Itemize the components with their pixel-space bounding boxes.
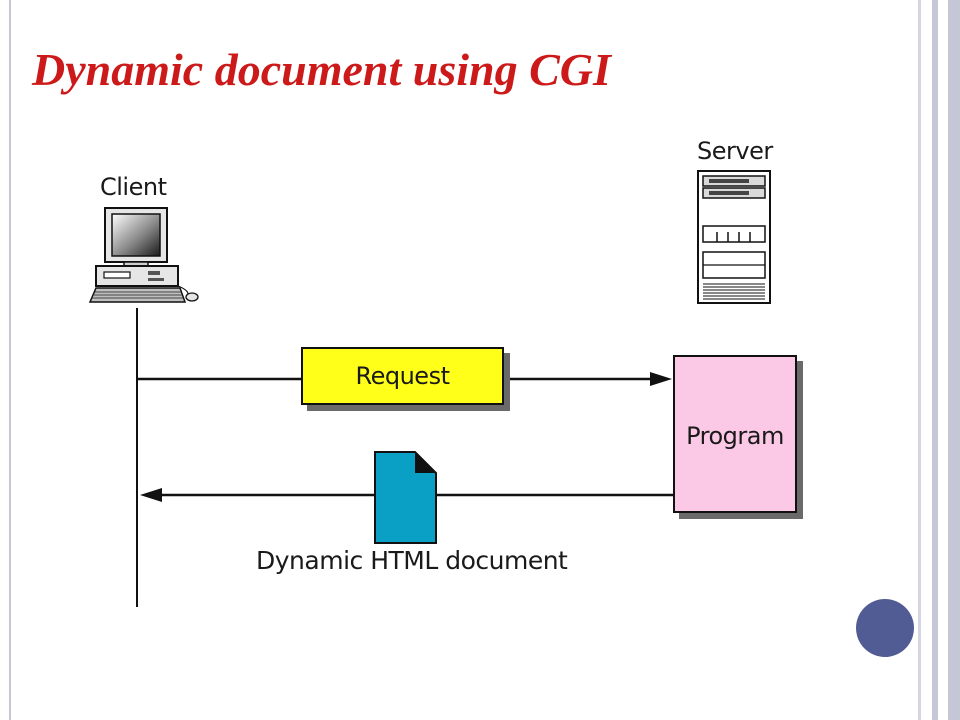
band-line-3 [948,0,960,720]
program-label: Program [686,422,784,450]
server-label: Server [697,137,773,165]
left-border-line [9,0,11,720]
document-label: Dynamic HTML document [256,546,568,575]
server-tower-icon [697,170,771,304]
band-line-1 [918,0,921,720]
request-label: Request [355,362,451,390]
document-icon [374,451,437,544]
request-box: Request [301,347,504,405]
slide-title: Dynamic document using CGI [32,44,611,95]
request-arrowhead [650,372,672,386]
band-line-2 [932,0,938,720]
response-arrowhead [140,488,162,502]
right-side-bands [918,0,960,720]
accent-circle [856,599,914,657]
desktop-computer-icon [88,207,199,303]
program-box: Program [673,355,797,513]
client-label: Client [100,173,167,201]
